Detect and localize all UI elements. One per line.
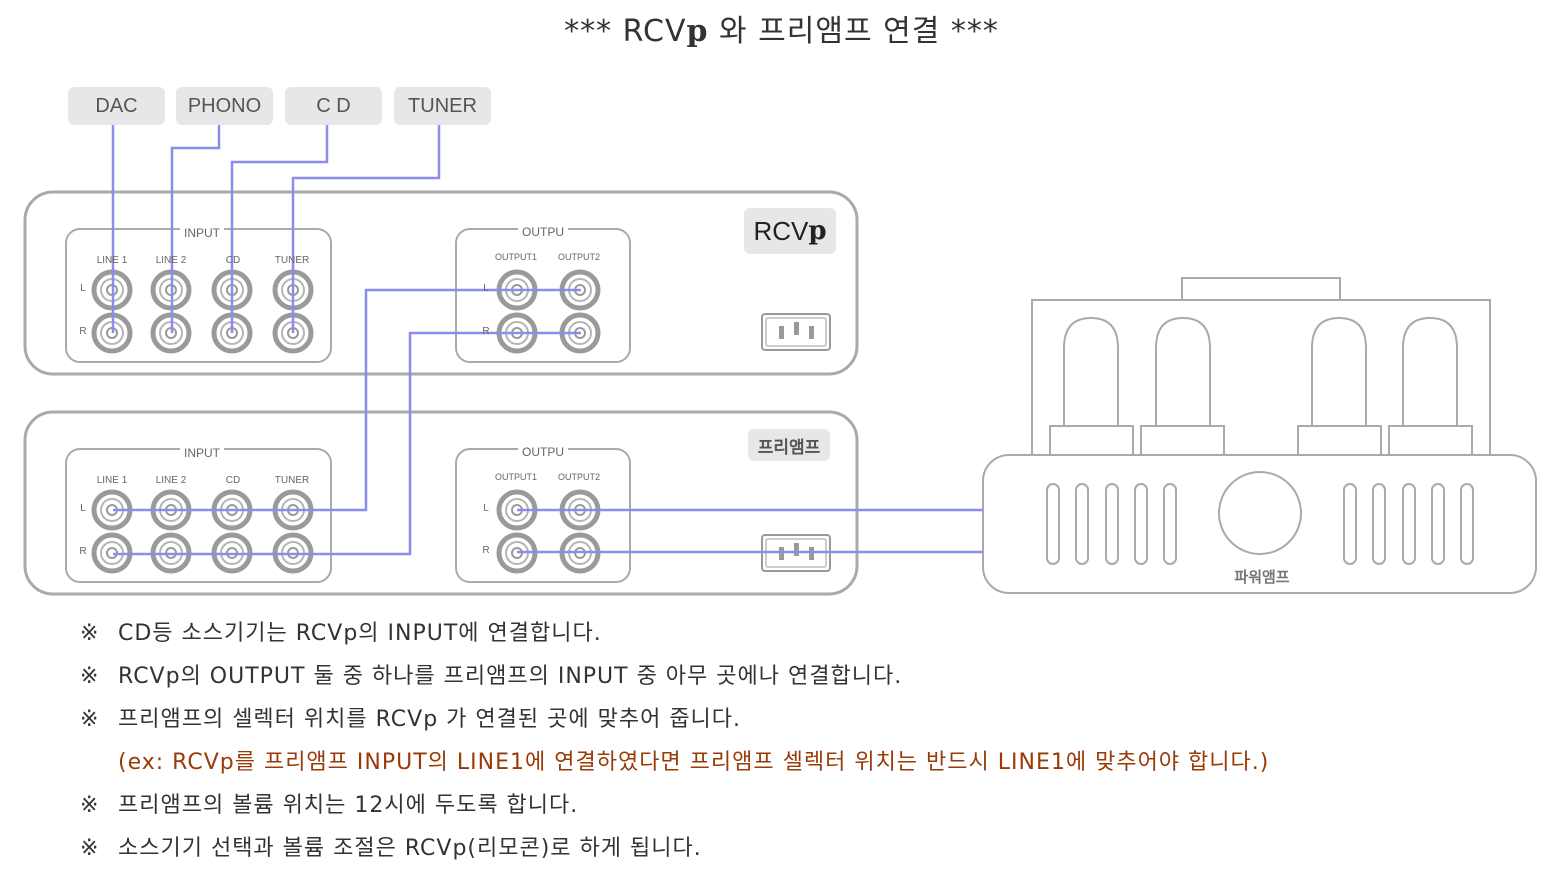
- rcvp-out-row-l: L: [483, 283, 489, 294]
- rcvp-ch-line1: LINE 1: [96, 255, 128, 266]
- preamp-chassis: [23, 410, 859, 596]
- tube-3: [1311, 316, 1367, 426]
- preamp-ch-line2: LINE 2: [155, 475, 187, 486]
- note-text: (ex: RCVp를 프리앰프 INPUT의 LINE1에 연결하였다면 프리앰…: [118, 750, 1270, 775]
- note-4: ※ 프리앰프의 볼륨 위치는 12시에 두도록 합니다.: [80, 788, 1540, 831]
- note-3: ※ 프리앰프의 셀렉터 위치를 RCVp 가 연결된 곳에 맞추어 줍니다.: [80, 702, 1540, 745]
- rcvp-chassis: [23, 190, 859, 376]
- source-dac: DAC: [68, 87, 165, 125]
- preamp-badge: 프리앰프: [748, 429, 830, 461]
- note-text: CD등 소스기기는 RCVp의 INPUT에 연결합니다.: [118, 621, 602, 646]
- rcvp-out-row-r: R: [482, 326, 490, 337]
- cable-rcvp-out-r: [113, 331, 581, 556]
- rcvp-output-label: OUTPU: [518, 225, 568, 239]
- rcvp-row-r: R: [79, 326, 87, 337]
- cable-phono: [170, 125, 221, 333]
- page-title: *** RCVp 와 프리앰프 연결 ***: [0, 6, 1563, 50]
- preamp-ch-line1: LINE 1: [96, 475, 128, 486]
- title-prefix: *** RCV: [564, 14, 687, 49]
- preamp-ch-cd: CD: [225, 475, 241, 486]
- note-1: ※ CD등 소스기기는 RCVp의 INPUT에 연결합니다.: [80, 616, 1540, 659]
- rca-jacks: [91, 269, 601, 574]
- preamp-ch-out1: OUTPUT1: [494, 472, 538, 482]
- note-text: 프리앰프의 셀렉터 위치를 RCVp 가 연결된 곳에 맞추어 줍니다.: [118, 707, 742, 732]
- cable-rcvp-out-l: [113, 288, 581, 512]
- preamp-input-label: INPUT: [180, 446, 224, 460]
- rcvp-ch-out2: OUTPUT2: [557, 252, 601, 262]
- preamp-ch-out2: OUTPUT2: [557, 472, 601, 482]
- title-suffix: 와 프리앰프 연결 ***: [708, 14, 999, 49]
- power-amp: [982, 277, 1537, 594]
- preamp-input-jack-l-1: [91, 489, 133, 531]
- rcvp-power-inlet: [761, 313, 831, 351]
- power-amp-label: 파워앰프: [1234, 569, 1290, 586]
- rcvp-ch-cd: CD: [225, 255, 241, 266]
- source-tuner: TUNER: [394, 87, 491, 125]
- rcvp-input-label: INPUT: [180, 226, 224, 240]
- rcvp-badge-p: p: [808, 216, 827, 246]
- note-text: 소스기기 선택과 볼륨 조절은 RCVp(리모콘)로 하게 됩니다.: [118, 836, 702, 861]
- cable-tuner: [291, 125, 441, 333]
- note-text: 프리앰프의 볼륨 위치는 12시에 두도록 합니다.: [118, 793, 579, 818]
- note-example: (ex: RCVp를 프리앰프 INPUT의 LINE1에 연결하였다면 프리앰…: [80, 745, 1540, 788]
- tube-cage: [1031, 299, 1491, 456]
- rcvp-ch-tuner: TUNER: [274, 255, 310, 266]
- preamp-output-panel: [455, 448, 631, 583]
- note-text: RCVp의 OUTPUT 둘 중 하나를 프리앰프의 INPUT 중 아무 곳에…: [118, 664, 903, 689]
- note-mark: ※: [80, 621, 100, 646]
- note-5: ※ 소스기기 선택과 볼륨 조절은 RCVp(리모콘)로 하게 됩니다.: [80, 831, 1540, 874]
- preamp-output-label: OUTPU: [518, 445, 568, 459]
- rcvp-row-l: L: [80, 283, 86, 294]
- preamp-input-jack-r-1: [91, 532, 133, 574]
- tube-1: [1063, 316, 1119, 426]
- preamp-out-row-r: R: [482, 545, 490, 556]
- note-mark: ※: [80, 707, 100, 732]
- source-phono: PHONO: [176, 87, 273, 125]
- volume-knob: [1218, 471, 1302, 555]
- note-mark: ※: [80, 793, 100, 818]
- cable-cd: [230, 125, 329, 333]
- rcvp-output-panel: [455, 228, 631, 363]
- preamp-out-row-l: L: [483, 503, 489, 514]
- rcvp-ch-line2: LINE 2: [155, 255, 187, 266]
- tube-2: [1155, 316, 1211, 426]
- preamp-row-l: L: [80, 503, 86, 514]
- note-mark: ※: [80, 836, 100, 861]
- cables: [111, 125, 983, 556]
- preamp-ch-tuner: TUNER: [274, 475, 310, 486]
- title-p: p: [686, 14, 709, 49]
- notes-list: ※ CD등 소스기기는 RCVp의 INPUT에 연결합니다. ※ RCVp의 OU…: [80, 616, 1540, 874]
- preamp-row-r: R: [79, 546, 87, 557]
- source-cd: C D: [285, 87, 382, 125]
- rcvp-ch-out1: OUTPUT1: [494, 252, 538, 262]
- note-mark: ※: [80, 664, 100, 689]
- tube-4: [1402, 316, 1458, 426]
- note-2: ※ RCVp의 OUTPUT 둘 중 하나를 프리앰프의 INPUT 중 아무 곳…: [80, 659, 1540, 702]
- rcvp-badge-text: RCV: [753, 215, 809, 246]
